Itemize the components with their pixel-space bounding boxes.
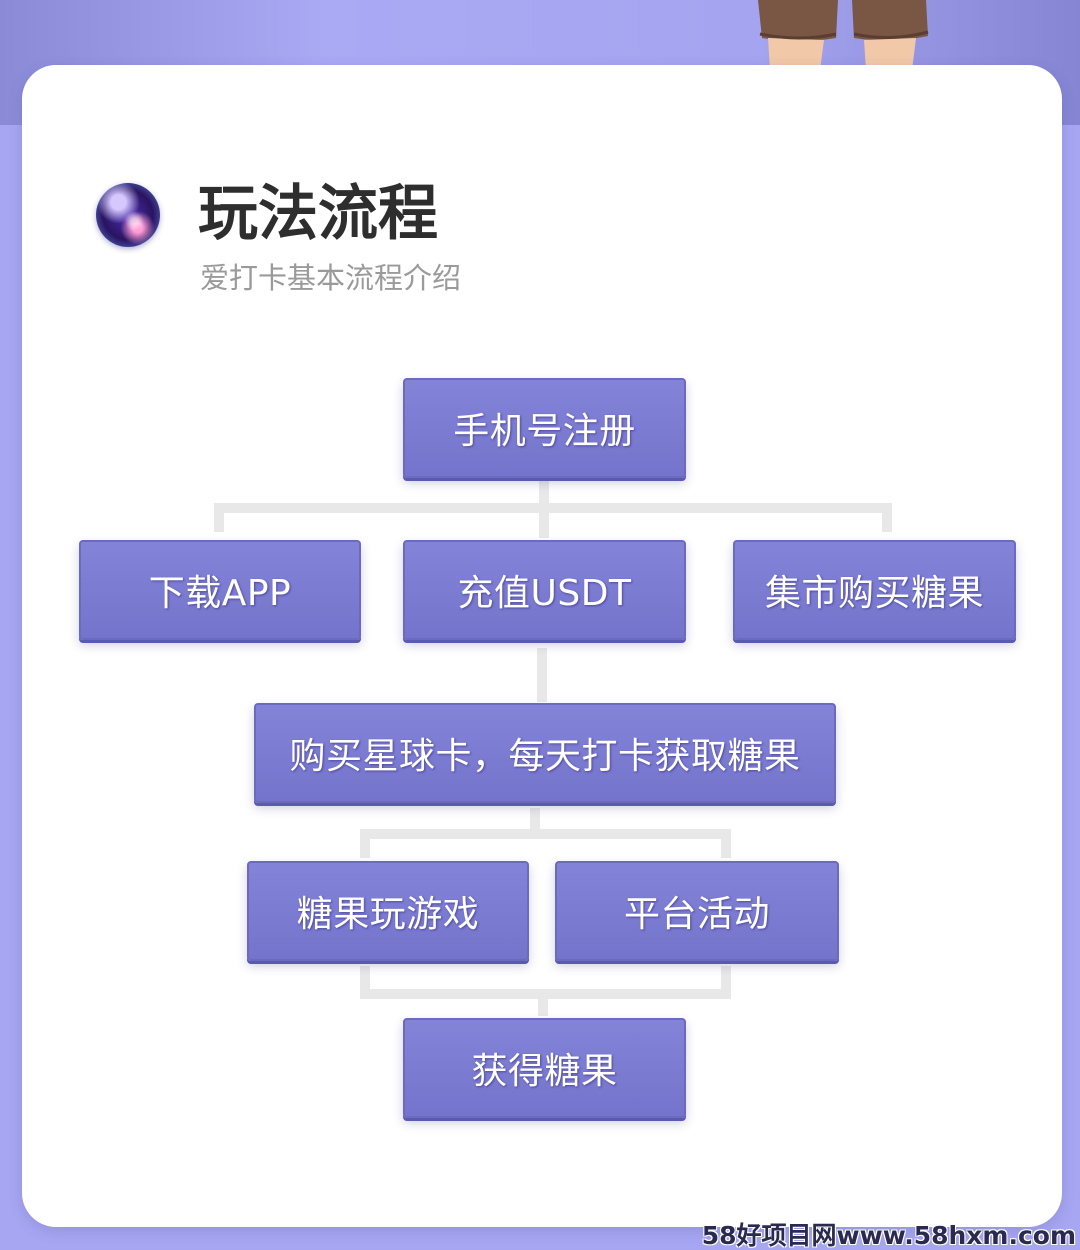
flow-node-register: 手机号注册 xyxy=(403,378,686,478)
connector-merge-branch xyxy=(365,966,726,994)
flow-node-candy-games: 糖果玩游戏 xyxy=(247,861,529,961)
connector-register-branch xyxy=(219,508,887,532)
connector-card-branch xyxy=(365,834,726,858)
flow-node-get-candy: 获得糖果 xyxy=(403,1018,686,1118)
flow-node-recharge-usdt: 充值USDT xyxy=(403,540,686,640)
watermark-text: 58好项目网www.58hxm.com xyxy=(702,1222,1076,1250)
flow-node-platform-activity: 平台活动 xyxy=(555,861,839,961)
flow-node-buy-planet-card: 购买星球卡，每天打卡获取糖果 xyxy=(254,703,836,803)
flow-node-download-app: 下载APP xyxy=(79,540,361,640)
flow-node-market-buy: 集市购买糖果 xyxy=(733,540,1016,640)
